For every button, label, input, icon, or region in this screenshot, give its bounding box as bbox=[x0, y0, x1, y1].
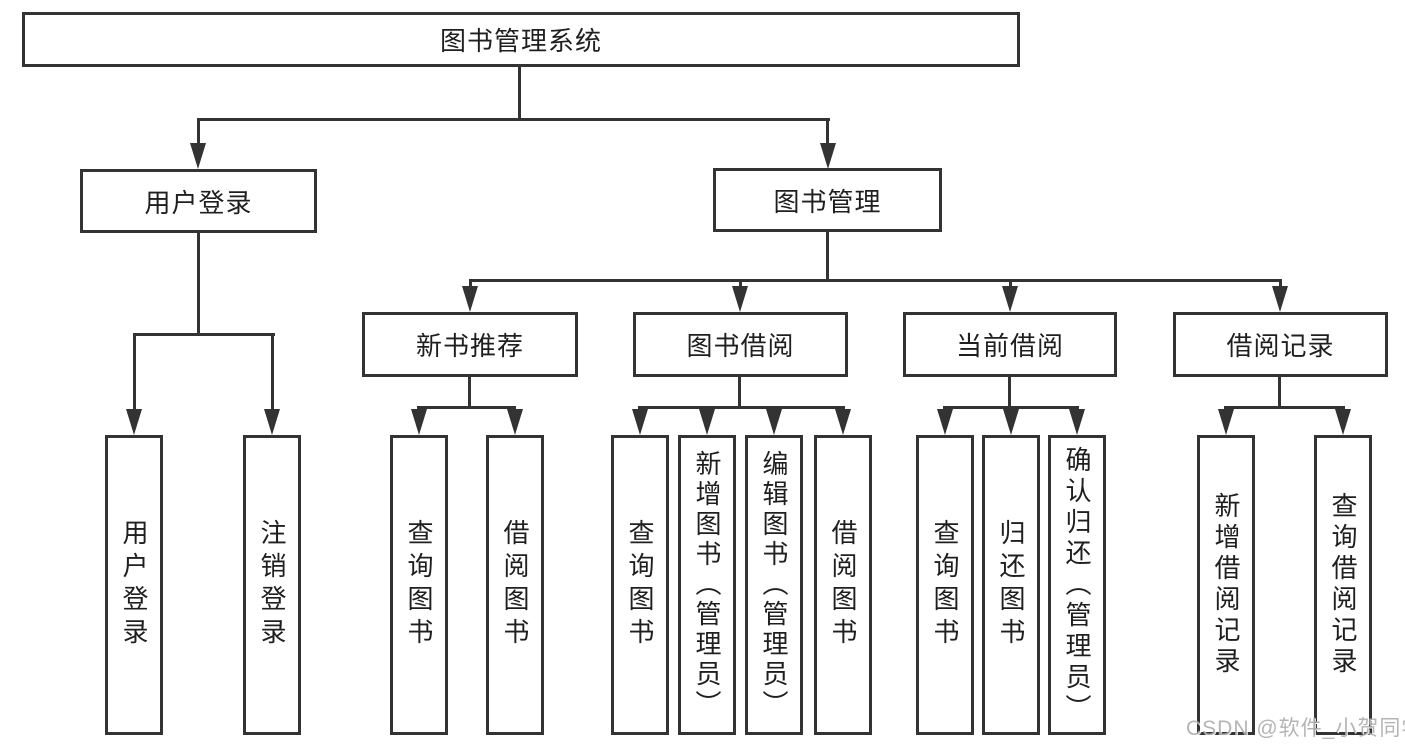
arrow-down-icon bbox=[462, 286, 478, 312]
arrow-down-icon bbox=[1335, 409, 1351, 435]
leaf-cb-confirm-return-admin: 确认归还（管理员） bbox=[1048, 435, 1106, 735]
arrow-down-icon bbox=[1069, 409, 1085, 435]
leaf-label: 借阅图书 bbox=[500, 519, 530, 651]
connector-line bbox=[197, 118, 200, 146]
arrow-down-icon bbox=[1003, 409, 1019, 435]
connector-line bbox=[638, 406, 845, 409]
arrow-down-icon bbox=[835, 409, 851, 435]
leaf-bb-add-books-admin: 新增图书（管理员） bbox=[678, 435, 736, 735]
leaf-label: 借阅图书 bbox=[828, 519, 858, 651]
connector-line bbox=[1008, 377, 1011, 408]
leaf-bb-query-books: 查询图书 bbox=[611, 435, 669, 735]
leaf-bb-edit-books-admin: 编辑图书（管理员） bbox=[745, 435, 803, 735]
arrow-down-icon bbox=[411, 409, 427, 435]
arrow-down-icon bbox=[766, 409, 782, 435]
leaf-nb-query-books: 查询图书 bbox=[390, 435, 448, 735]
connector-line bbox=[1224, 406, 1345, 409]
leaf-label: 查询图书 bbox=[625, 519, 655, 651]
connector-line bbox=[1009, 279, 1012, 289]
arrow-down-icon bbox=[264, 409, 280, 435]
leaf-label: 新增借阅记录 bbox=[1211, 492, 1241, 678]
connector-line bbox=[468, 377, 471, 408]
connector-line bbox=[739, 279, 742, 289]
leaf-br-add-borrow-record: 新增借阅记录 bbox=[1197, 435, 1255, 735]
leaf-label: 查询图书 bbox=[930, 519, 960, 651]
leaf-bb-borrow-books: 借阅图书 bbox=[814, 435, 872, 735]
connector-line bbox=[1279, 279, 1282, 289]
node-book-borrow: 图书借阅 bbox=[633, 312, 848, 377]
leaf-label: 用户登录 bbox=[119, 519, 149, 651]
connector-line bbox=[197, 118, 830, 121]
arrow-down-icon bbox=[937, 409, 953, 435]
connector-line bbox=[469, 279, 472, 289]
leaf-label: 归还图书 bbox=[996, 519, 1026, 651]
leaf-cb-query-books: 查询图书 bbox=[916, 435, 974, 735]
arrow-down-icon bbox=[1272, 286, 1288, 312]
connector-line bbox=[826, 232, 829, 282]
csdn-watermark: CSDN @软件_小贺同学 bbox=[1186, 717, 1405, 740]
leaf-br-query-borrow-record: 查询借阅记录 bbox=[1314, 435, 1372, 735]
arrow-down-icon bbox=[190, 143, 206, 169]
leaf-label: 注销登录 bbox=[257, 519, 287, 651]
connector-line bbox=[469, 279, 1282, 282]
node-root: 图书管理系统 bbox=[22, 12, 1020, 67]
node-new-book-recommend: 新书推荐 bbox=[362, 312, 578, 377]
leaf-label: 编辑图书（管理员） bbox=[759, 450, 789, 720]
arrow-down-icon bbox=[632, 409, 648, 435]
connector-line bbox=[271, 333, 274, 411]
leaf-label: 新增图书（管理员） bbox=[692, 450, 722, 720]
arrow-down-icon bbox=[732, 286, 748, 312]
arrow-down-icon bbox=[507, 409, 523, 435]
leaf-label: 查询图书 bbox=[404, 519, 434, 651]
arrow-down-icon bbox=[1002, 286, 1018, 312]
leaf-nb-borrow-books: 借阅图书 bbox=[486, 435, 544, 735]
arrow-down-icon bbox=[699, 409, 715, 435]
connector-line bbox=[133, 333, 136, 411]
leaf-label: 确认归还（管理员） bbox=[1062, 445, 1092, 725]
connector-line bbox=[197, 233, 200, 335]
node-user-login: 用户登录 bbox=[80, 169, 317, 233]
arrow-down-icon bbox=[126, 409, 142, 435]
node-borrow-records: 借阅记录 bbox=[1173, 312, 1388, 377]
arrow-down-icon bbox=[820, 143, 836, 169]
connector-line bbox=[518, 67, 521, 120]
connector-line bbox=[133, 333, 275, 336]
leaf-label: 查询借阅记录 bbox=[1328, 492, 1358, 678]
node-book-management: 图书管理 bbox=[713, 168, 942, 232]
leaf-cb-return-books: 归还图书 bbox=[982, 435, 1040, 735]
connector-line bbox=[417, 406, 516, 409]
node-current-borrow: 当前借阅 bbox=[903, 312, 1117, 377]
connector-line bbox=[738, 377, 741, 408]
arrow-down-icon bbox=[1218, 409, 1234, 435]
leaf-logout: 注销登录 bbox=[243, 435, 301, 735]
connector-line bbox=[1278, 377, 1281, 408]
leaf-user-login: 用户登录 bbox=[105, 435, 163, 735]
connector-line bbox=[826, 118, 829, 146]
